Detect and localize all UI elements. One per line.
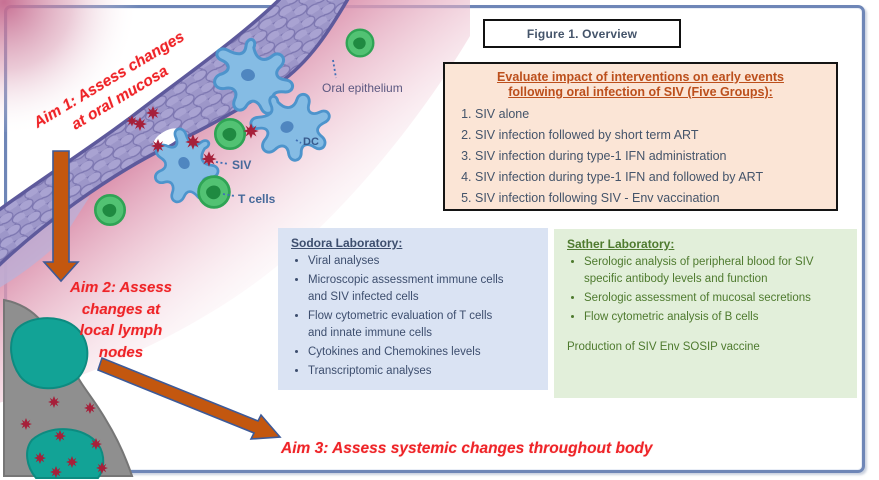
sodora-heading: Sodora Laboratory: [291,236,403,250]
list-item: SIV infection followed by short term ART [475,128,830,143]
list-item: Microscopic assessment immune cells and … [308,272,506,306]
down-arrow [42,150,80,283]
sather-laboratory-box: Sather Laboratory: Serologic analysis of… [554,229,857,398]
corner-mucosa-shading [0,0,142,132]
dc-label: DC [303,136,319,148]
lamina-propria-shading [0,0,470,403]
sather-footer: Production of SIV Env SOSIP vaccine [567,341,760,353]
diagonal-arrow [97,356,282,440]
sather-heading: Sather Laboratory: [567,237,675,251]
list-item: Serologic analysis of peripheral blood f… [584,254,829,288]
aim2-annotation: Aim 2: Assess changes at local lymph nod… [70,279,172,361]
list-item: Transcriptomic analyses [308,363,506,380]
figure-title-box: Figure 1. Overview [483,19,681,48]
sodora-list: Viral analyses Microscopic assessment im… [291,253,538,380]
sather-list: Serologic analysis of peripheral blood f… [567,254,847,326]
list-item: Cytokines and Chemokines levels [308,344,506,361]
list-item: Serologic assessment of mucosal secretio… [584,290,829,307]
t-cell [213,117,247,151]
list-item: Viral analyses [308,253,506,270]
oral-epithelium-label: Oral epithelium [322,81,403,95]
lymph-follicle [26,428,105,479]
siv-label: SIV [232,158,252,172]
t-cells-label: T cells [238,192,276,206]
groups-list: SIV alone SIV infection followed by shor… [445,107,836,206]
five-groups-box: Evaluate impact of interventions on earl… [443,62,838,211]
leader-dotted-lines [215,59,337,197]
t-cell [93,193,127,227]
list-item: SIV infection following SIV - Env vaccin… [475,191,830,206]
list-item: Flow cytometric evaluation of T cells an… [308,308,506,342]
t-cell [345,28,375,58]
lymph-follicle [10,317,89,390]
t-cell [197,175,231,209]
lymph-node [3,298,134,479]
groups-heading: Evaluate impact of interventions on earl… [497,70,784,99]
list-item: SIV infection during type-1 IFN and foll… [475,170,830,185]
list-item: SIV infection during type-1 IFN administ… [475,149,830,164]
mucosa-illustration [0,0,470,479]
figure-title: Figure 1. Overview [526,26,638,41]
list-item: Flow cytometric analysis of B cells [584,309,829,326]
list-item: SIV alone [475,107,830,122]
aim3-annotation: Aim 3: Assess systemic changes throughou… [281,440,653,457]
sodora-laboratory-box: Sodora Laboratory: Viral analyses Micros… [278,228,548,390]
